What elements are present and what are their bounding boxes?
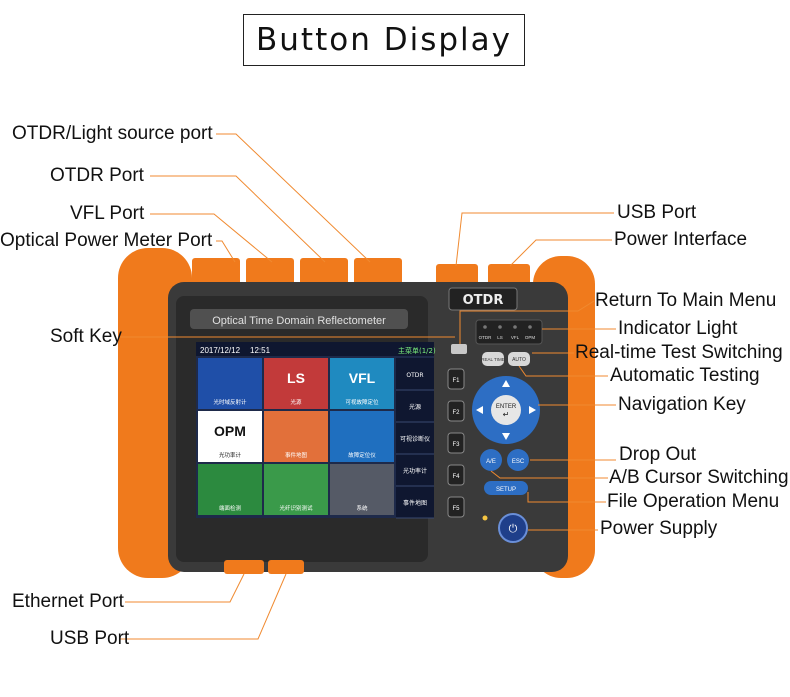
callout-soft-key: Soft Key <box>50 326 122 347</box>
screen-side-menu-item[interactable]: 光功率计 <box>403 467 427 475</box>
brand-label: OTDR <box>463 293 504 308</box>
indicator-label: VFL <box>511 335 520 340</box>
screen-tile-caption: 事件地图 <box>285 451 308 459</box>
screen-tile[interactable] <box>264 464 328 515</box>
f-key-label: F1 <box>452 378 460 384</box>
callout-otdr-port: OTDR Port <box>50 165 144 186</box>
screen-tile-caption: 故障定位仪 <box>348 451 376 459</box>
callout-ab-cursor-switching: A/B Cursor Switching <box>609 467 789 488</box>
screen-tile-title: VFL <box>349 370 376 386</box>
f-key-1[interactable] <box>447 368 465 390</box>
screen-tile[interactable] <box>330 358 394 409</box>
indicator-label: OPM <box>525 335 536 340</box>
callout-usb-port-bottom: USB Port <box>50 628 130 649</box>
callout-power-interface: Power Interface <box>614 229 748 250</box>
return-main-menu-button[interactable] <box>451 344 467 354</box>
f-key-label: F4 <box>452 474 460 480</box>
panel-label: Optical Time Domain Reflectometer <box>212 315 386 327</box>
f-key-label: F5 <box>452 506 460 512</box>
screen-tile-caption: 光功率计 <box>219 451 242 459</box>
down-arrow-icon <box>502 433 510 440</box>
screen-tile[interactable] <box>198 411 262 462</box>
page-title: Button Display <box>256 22 512 58</box>
screen-side-menu-item[interactable]: 光源 <box>409 403 421 411</box>
power-led <box>482 515 488 521</box>
screen-side-menu-item[interactable]: OTDR <box>406 372 423 379</box>
left-arrow-icon <box>476 406 483 414</box>
callout-opm-port: Optical Power Meter Port <box>0 230 213 251</box>
indicator-label: OTDR <box>479 335 492 340</box>
f-key-3[interactable] <box>447 432 465 454</box>
setup-button[interactable] <box>484 481 528 495</box>
indicator-led <box>483 325 487 329</box>
screen-tile[interactable] <box>198 464 262 515</box>
screen-tile[interactable] <box>198 358 262 409</box>
callout-file-operation-menu: File Operation Menu <box>607 491 780 512</box>
indicator-led <box>513 325 517 329</box>
enter-label: ENTER <box>496 404 517 410</box>
esc-button[interactable] <box>507 449 529 471</box>
screen-tile[interactable] <box>330 411 394 462</box>
f-key-2[interactable] <box>447 400 465 422</box>
indicator-led <box>528 325 532 329</box>
enter-button[interactable] <box>491 395 521 425</box>
callout-ethernet-port: Ethernet Port <box>12 591 124 612</box>
screen-tile-caption: 可视故障定位 <box>345 398 379 406</box>
callout-vfl-port: VFL Port <box>70 203 145 224</box>
screen-side-menu-item[interactable]: 事件地图 <box>403 499 427 507</box>
indicator-led <box>498 325 502 329</box>
svg-text:↵: ↵ <box>503 410 510 419</box>
callout-navigation-key: Navigation Key <box>618 394 746 415</box>
ethernet-port <box>224 560 264 574</box>
callout-drop-out: Drop Out <box>619 444 697 465</box>
callout-usb-port-top: USB Port <box>617 202 697 223</box>
screen-menu-label: 主菜单(1/2) <box>398 346 436 355</box>
auto-button[interactable] <box>508 352 530 366</box>
usb-port-bottom <box>268 560 304 574</box>
indicator-label: LS <box>497 335 503 340</box>
ae-label: A/E <box>486 459 496 465</box>
auto-label: AUTO <box>512 357 526 363</box>
f-key-4[interactable] <box>447 464 465 486</box>
indicator-lights: OTDR LS VFL OPM <box>479 325 536 340</box>
f-key-5[interactable] <box>447 496 465 518</box>
screen-tile-caption: 端面检测 <box>219 504 242 512</box>
screen-date: 2017/12/12 <box>200 346 241 355</box>
screen-tile-caption: 系统 <box>356 504 368 512</box>
callout-return-main-menu: Return To Main Menu <box>595 290 777 311</box>
realtime-button[interactable] <box>482 352 504 366</box>
callout-indicator-light: Indicator Light <box>618 318 738 339</box>
realtime-label: REAL TIME <box>481 357 505 362</box>
screen-tile-title: OPM <box>214 423 246 439</box>
power-icon: ⏻ <box>509 523 518 535</box>
screen-tile-caption: 光纤识别测试 <box>279 504 313 512</box>
callout-automatic-testing: Automatic Testing <box>610 365 760 386</box>
power-button[interactable] <box>498 513 528 543</box>
callout-otdr-light-source-port: OTDR/Light source port <box>12 123 213 144</box>
right-arrow-icon <box>529 406 536 414</box>
screen-tile-title: LS <box>287 370 305 386</box>
f-key-label: F2 <box>452 410 460 416</box>
screen-tile[interactable] <box>264 358 328 409</box>
screen-tile[interactable] <box>330 464 394 515</box>
screen-side-menu-item[interactable]: 可视诊断仪 <box>400 435 430 443</box>
f-key-label: F3 <box>452 442 460 448</box>
up-arrow-icon <box>502 380 510 387</box>
title-box: Button Display <box>243 14 525 66</box>
callout-realtime-switching: Real-time Test Switching <box>575 342 783 363</box>
callout-power-supply: Power Supply <box>600 518 718 539</box>
screen-tile-caption: 光源 <box>290 398 302 406</box>
screen-time: 12:51 <box>250 346 271 355</box>
ab-cursor-button[interactable] <box>480 449 502 471</box>
esc-label: ESC <box>512 459 525 465</box>
screen-tile-caption: 光时域反射计 <box>213 398 247 406</box>
setup-label: SETUP <box>496 487 516 493</box>
screen-tile[interactable] <box>264 411 328 462</box>
